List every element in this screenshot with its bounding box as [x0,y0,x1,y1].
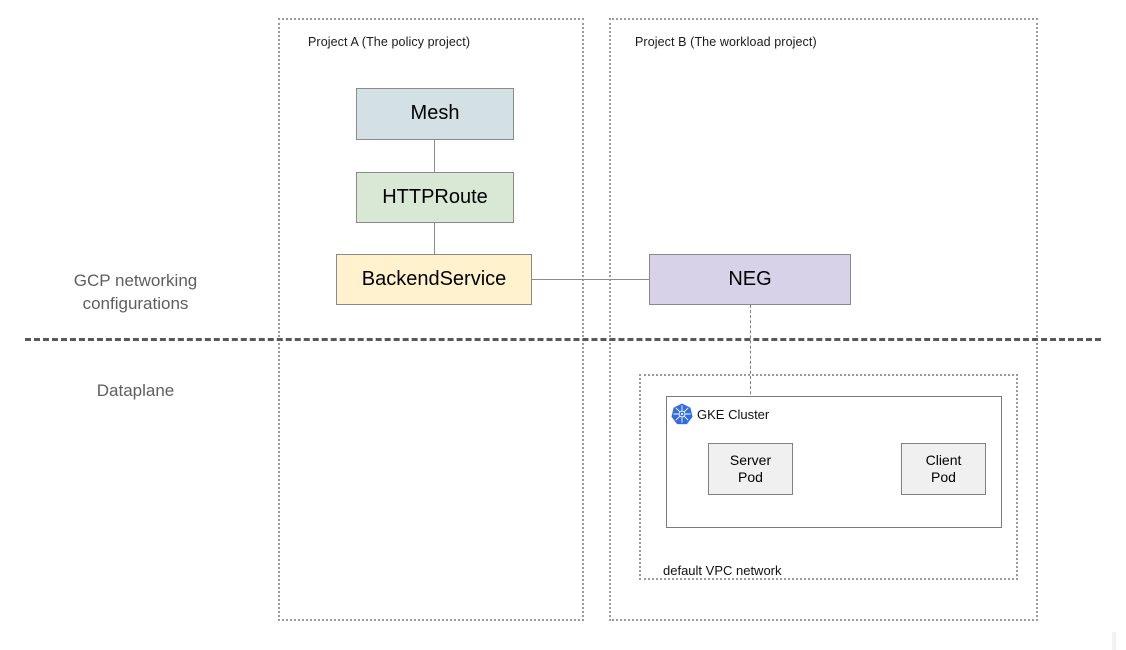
node-mesh-label: Mesh [410,102,460,125]
connector-mesh-httproute [434,139,435,173]
node-neg[interactable]: NEG [649,254,851,305]
node-client-pod-label: Client Pod [925,452,962,485]
project-a-label: Project A (The policy project) [308,35,471,49]
node-backendservice-label: BackendService [361,267,507,290]
kubernetes-icon [671,403,693,425]
connector-neg-serverpod [750,305,751,450]
vpc-network-label: default VPC network [663,563,782,578]
layer-divider [25,338,1101,341]
node-client-pod[interactable]: Client Pod [901,443,986,495]
node-httproute[interactable]: HTTPRoute [356,172,514,223]
connector-backendservice-neg [531,279,650,280]
project-b-container [609,18,1038,621]
node-mesh[interactable]: Mesh [356,88,514,140]
node-httproute-label: HTTPRoute [382,185,488,208]
layer-label-networking: GCP networking configurations [73,271,198,313]
node-server-pod[interactable]: Server Pod [708,443,793,495]
node-backendservice[interactable]: BackendService [336,254,532,305]
connector-httproute-backendservice [434,222,435,254]
project-a-container [278,18,584,621]
project-b-label: Project B (The workload project) [635,35,817,49]
node-server-pod-label: Server Pod [729,452,772,485]
layer-label-dataplane: Dataplane [96,381,175,400]
node-neg-label: NEG [728,267,772,290]
edge-artifact [1112,632,1116,650]
gke-cluster-title: GKE Cluster [697,407,770,422]
vpc-network-container [639,374,1018,580]
